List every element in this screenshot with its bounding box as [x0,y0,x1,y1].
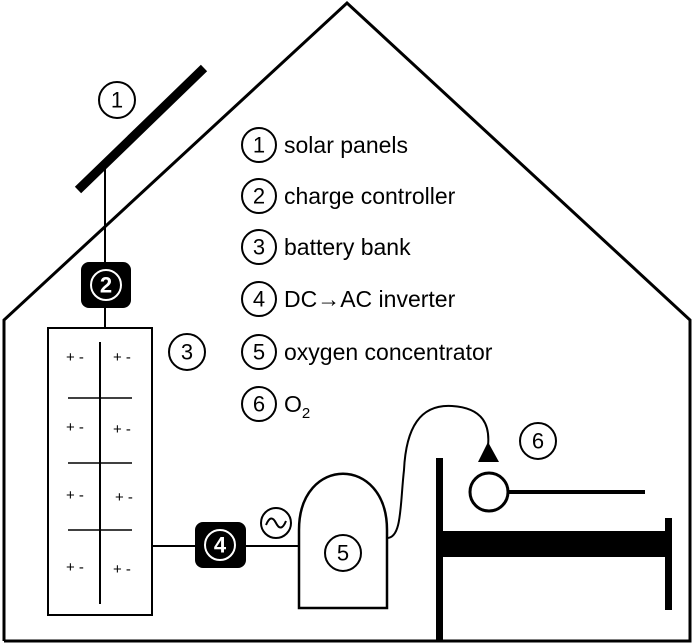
oxygen-mask-icon [478,442,499,462]
legend-item: 6 O2 [241,386,310,422]
legend-number-circle [241,229,277,265]
oxygen-tube [386,404,490,539]
battery-cell-terminals: + - [66,487,84,504]
battery-cell-terminals: + - [66,419,84,436]
patient-head [468,471,510,513]
legend-number: 6 [253,392,265,417]
legend-number: 3 [253,235,265,260]
charge-controller-box [81,262,131,308]
legend-label: solar panels [284,132,408,158]
oxygen-symbol: O [284,391,302,417]
battery-cell-terminals: + - [66,349,84,366]
battery-bank [47,327,153,616]
legend-label: battery bank [284,234,411,260]
marker-6-number: 6 [532,429,544,454]
battery-cell-terminals: + - [113,349,131,366]
legend-label: O2 [284,391,310,422]
legend-number-circle [241,127,277,163]
marker-4-circle [204,529,236,561]
legend-number-circle [241,334,277,370]
solar-panel [74,64,208,194]
battery-cell-terminals: + - [66,559,84,576]
legend: 1 solar panels 2 charge controller 3 bat… [241,127,493,422]
bed-footboard [665,518,672,610]
legend-number: 5 [253,340,265,365]
oxygen-subscript: 2 [302,405,310,422]
legend-number-circle [241,178,277,214]
legend-item: 3 battery bank [241,229,411,265]
legend-number: 4 [253,287,265,312]
battery-cell-terminals: + - [113,421,131,438]
sine-wave-icon [260,507,292,539]
marker-4-number: 4 [214,533,227,558]
legend-label: DC→AC inverter [284,286,456,312]
marker-5-number: 5 [337,541,349,566]
marker-2-number: 2 [100,273,112,298]
legend-item: 1 solar panels [241,127,408,163]
legend-item: 2 charge controller [241,178,456,214]
legend-number: 2 [253,184,265,209]
marker-3-circle [168,333,206,371]
legend-number: 1 [253,133,265,158]
inverter-box [195,522,246,568]
battery-cell-terminals: + - [115,489,133,506]
legend-number-circle [241,281,277,317]
legend-label: oxygen concentrator [284,339,493,365]
marker-1-circle [98,81,136,119]
marker-3-number: 3 [181,340,193,365]
legend-number-circle [241,386,277,422]
legend-label: charge controller [284,183,456,209]
oxygen-concentrator [297,472,389,610]
legend-item: 4 DC→AC inverter [241,281,456,317]
marker-6-circle [519,422,557,460]
battery-cell-terminals: + - [113,561,131,578]
marker-5-circle [324,534,362,572]
marker-1-number: 1 [111,88,123,113]
bed-mattress [436,531,672,557]
marker-2-circle [90,269,122,301]
legend-item: 5 oxygen concentrator [241,334,493,370]
